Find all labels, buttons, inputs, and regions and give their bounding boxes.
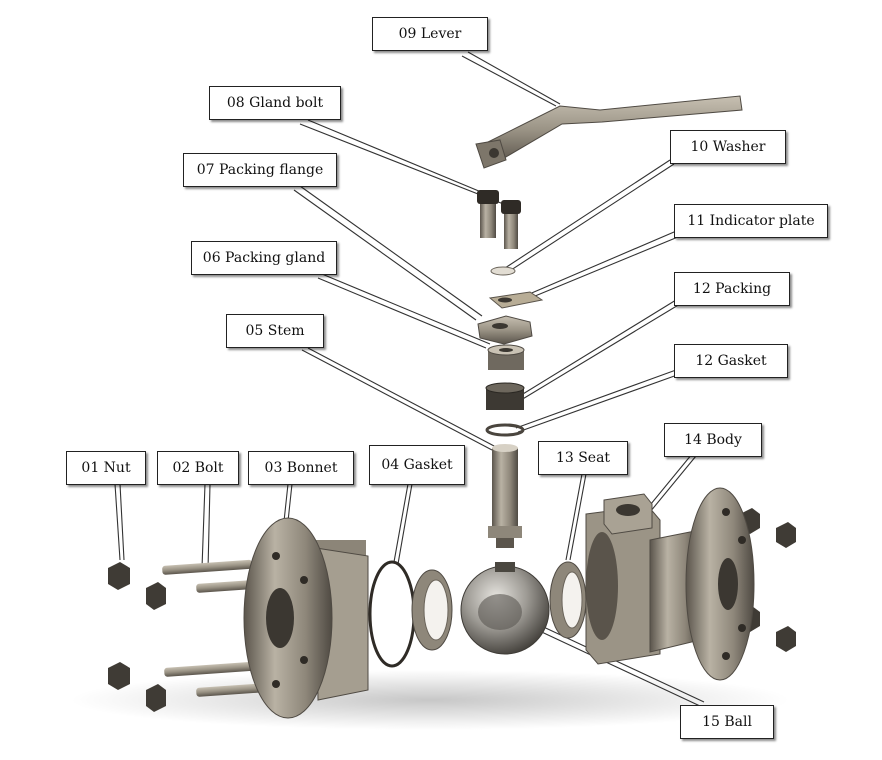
label-packing-gland: 06 Packing gland: [191, 241, 337, 275]
lever-part: [475, 95, 743, 169]
packing-gland-part: [487, 344, 525, 370]
label-packing-flange: 07 Packing flange: [183, 153, 337, 187]
bonnet-part: [243, 517, 369, 719]
label-washer: 10 Washer: [670, 130, 786, 164]
leader-seat: [565, 473, 587, 561]
leader-gland-bolt: [299, 119, 507, 206]
label-nut: 01 Nut: [66, 451, 146, 485]
label-gasket-upper: 12 Gasket: [674, 344, 788, 378]
leader-packing-gland: [317, 273, 491, 349]
gland-bolt-part: [477, 190, 521, 249]
leader-lines: [114, 51, 705, 707]
label-body: 14 Body: [664, 423, 762, 457]
lower-gasket-part: [368, 560, 416, 668]
leader-bolt: [201, 483, 211, 571]
label-packing: 12 Packing: [674, 272, 790, 306]
leader-gasket-upper: [515, 369, 681, 433]
body-part: [585, 487, 755, 681]
label-ball: 15 Ball: [680, 705, 774, 739]
leader-washer: [504, 159, 675, 273]
label-indicator-plate: 11 Indicator plate: [674, 204, 828, 238]
label-seat: 13 Seat: [538, 441, 628, 475]
label-gland-bolt: 08 Gland bolt: [209, 86, 341, 120]
stem-part: [488, 444, 522, 548]
washer-part: [490, 266, 516, 276]
label-bolt: 02 Bolt: [157, 451, 239, 485]
leader-indicator-plate: [519, 225, 691, 302]
label-bonnet: 03 Bonnet: [248, 451, 354, 485]
leader-body: [645, 453, 697, 513]
label-lever: 09 Lever: [372, 17, 488, 51]
indicator-plate-part: [488, 291, 544, 309]
packing-flange-part: [477, 315, 533, 345]
label-stem: 05 Stem: [226, 314, 324, 348]
leader-nut: [114, 483, 125, 561]
leader-stem: [301, 347, 497, 451]
packing-part: [485, 382, 525, 410]
leader-packing: [517, 299, 681, 401]
label-gasket-lower: 04 Gasket: [369, 445, 465, 485]
leader-packing-flange: [293, 185, 483, 321]
leader-lever: [461, 51, 561, 107]
seat-part: [549, 561, 587, 639]
leader-gasket-lower: [393, 483, 413, 565]
upper-gasket-part: [485, 423, 525, 437]
ball-part: [460, 562, 550, 655]
seat-ring-left: [411, 569, 453, 651]
